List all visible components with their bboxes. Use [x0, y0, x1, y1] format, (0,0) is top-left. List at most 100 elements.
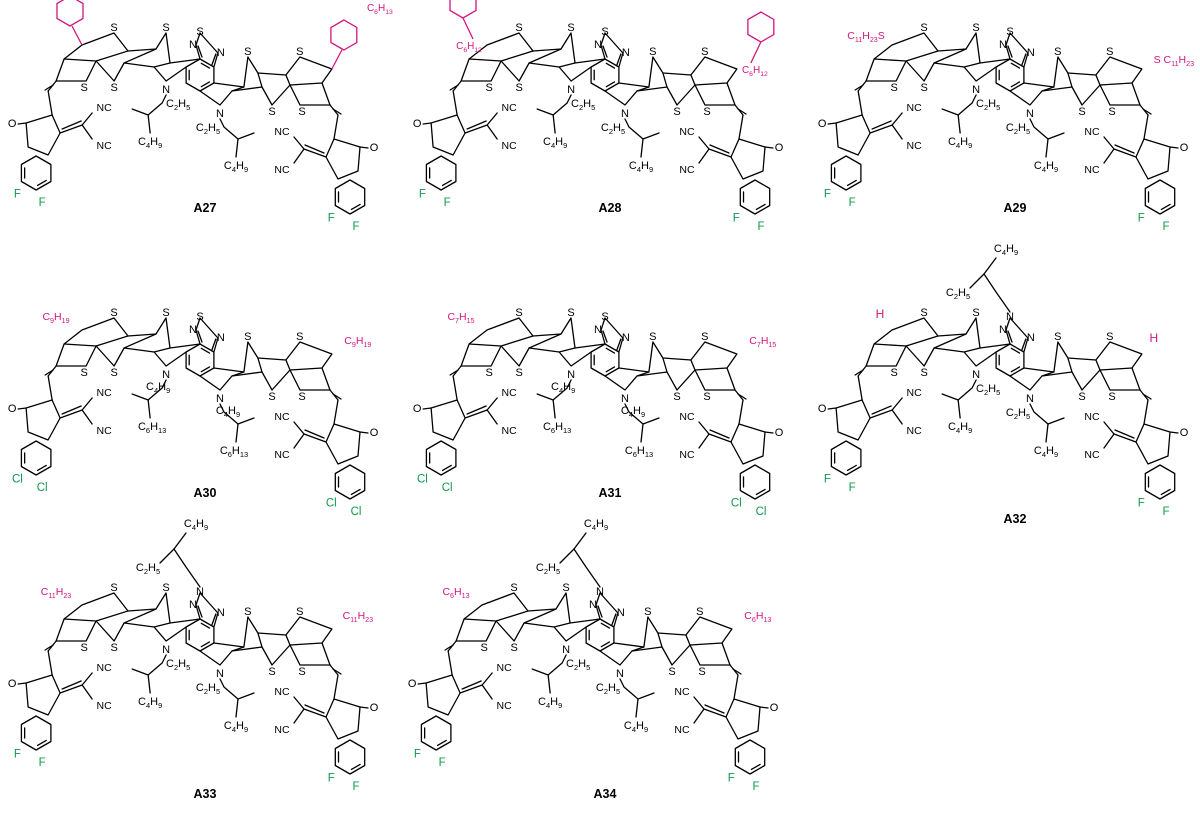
alkyl-branch: [642, 417, 660, 425]
thiophene-ring: [63, 32, 129, 62]
double-bond: [600, 641, 611, 648]
alkyl-branch: [941, 393, 959, 401]
double-bond: [616, 338, 622, 351]
alkyl-branch: [1045, 138, 1049, 158]
phenyl-link: [462, 17, 474, 40]
oxygen-label: O: [8, 678, 17, 690]
nitrile-label: NC: [497, 662, 513, 674]
alkyl-branch: [559, 548, 575, 564]
molecule-a33: NNNC2H5C4H9NC2H5C4H9SSSSC11H23ONCNCFFNC2…: [8, 518, 379, 801]
double-bond: [200, 366, 211, 373]
nitrile-label: NC: [502, 102, 518, 114]
double-bond: [709, 429, 730, 439]
nitrile-label: NC: [97, 662, 113, 674]
sulfur-label: S: [920, 82, 927, 94]
alkyl-chain: [219, 118, 239, 140]
thiophene-ring: [1095, 341, 1143, 371]
nitrogen-label: N: [567, 84, 575, 96]
alkyl-branch: [635, 698, 639, 718]
butyl-label: C4H9: [224, 720, 248, 734]
nitrile: [891, 124, 903, 140]
fluorine-label: F: [733, 213, 740, 225]
carbonyl: [17, 682, 27, 685]
thiophene-ring: [657, 632, 691, 666]
oxygen-label: O: [818, 118, 827, 130]
double-bond: [332, 393, 342, 400]
thiophene-ring: [1095, 56, 1143, 86]
thiophene-ring: [289, 367, 331, 391]
sulfur-label: S: [110, 582, 117, 594]
indanone-benzene: [420, 715, 452, 751]
sulfur-label: S: [890, 367, 897, 379]
thiophene-ring: [455, 618, 497, 642]
butyl-label: C4H9: [138, 136, 162, 150]
vinyl-bond: [857, 375, 863, 401]
butyl-label: C4H9: [551, 381, 575, 395]
nitrile: [891, 409, 903, 425]
indanone-benzene: [425, 155, 457, 191]
butyl-label: C4H9: [948, 136, 972, 150]
molecule-a28: NNSNC2H5C4H9SSSSC6H12ONCNCFFNC2H5C4H9SSS…: [413, 0, 784, 233]
carbonyl: [1169, 146, 1179, 149]
alkyl-branch: [983, 257, 997, 275]
indanone-benzene: [20, 715, 52, 751]
alkyl-branch: [237, 417, 255, 425]
oxygen-label: O: [408, 678, 417, 690]
carbonyl: [359, 431, 369, 434]
compound-id: A29: [1004, 201, 1027, 215]
double-bond: [211, 338, 217, 351]
alkyl-chain: [624, 403, 644, 425]
pyrrole-ring: [1009, 367, 1055, 391]
nitrile: [481, 684, 493, 700]
oxygen-label: O: [775, 427, 784, 439]
alkyl-branch: [957, 114, 961, 134]
nitrogen-label: N: [162, 369, 170, 381]
azole-ring: [600, 32, 624, 68]
nitrile-label: NC: [907, 102, 923, 114]
alkyl-side-label: C11H23: [343, 610, 374, 624]
alkyl-chain: [547, 654, 567, 676]
double-bond: [441, 179, 452, 187]
double-bond: [44, 369, 54, 376]
alkyl-side-label: C6H13: [442, 586, 469, 600]
thiophene-ring: [905, 333, 967, 367]
double-bond: [449, 84, 459, 91]
indanone-ring: [425, 674, 461, 716]
double-bond: [846, 179, 857, 187]
pyrrole-ring: [199, 82, 245, 106]
nitrogen-label: N: [972, 84, 980, 96]
vinyl-bond: [857, 90, 863, 116]
alkyl-chain: [957, 94, 977, 116]
double-bond: [1010, 81, 1021, 88]
vinyl-bond: [738, 114, 744, 140]
phenyl-ring: [330, 19, 358, 51]
alkyl-side-label: C6H13: [744, 610, 771, 624]
double-bond: [1010, 366, 1021, 373]
phenyl-ring: [56, 0, 84, 27]
alkyl-branch: [173, 532, 187, 550]
thiophene-ring: [289, 82, 331, 106]
indanone-ring: [1135, 423, 1171, 465]
double-bond: [871, 120, 892, 130]
indanone-benzene: [334, 739, 366, 775]
double-bond: [605, 366, 616, 373]
thiophene-ring: [1099, 367, 1141, 391]
sulfur-label: S: [701, 331, 708, 343]
molecule-a32: NNNC2H5C4H9NC2H5C4H9SSSSHONCNCFFNC2H5C4H…: [818, 243, 1189, 526]
double-bond: [466, 405, 487, 415]
nitrile-label: NC: [502, 425, 518, 437]
oxygen-label: O: [413, 118, 422, 130]
sulfur-label: S: [80, 82, 87, 94]
alkyl-chain: [552, 94, 572, 116]
indanone-benzene: [20, 440, 52, 476]
thiophene-ring: [285, 616, 333, 646]
nitrogen-label: N: [217, 332, 225, 344]
butyl-label: C4H9: [621, 405, 645, 419]
nitrile: [693, 708, 705, 724]
vinyl-bond: [47, 375, 53, 401]
double-bond: [304, 704, 325, 714]
double-bond: [200, 622, 211, 629]
vinyl-bond: [733, 674, 739, 700]
benzene-ring: [590, 58, 620, 92]
double-bond: [197, 330, 203, 343]
